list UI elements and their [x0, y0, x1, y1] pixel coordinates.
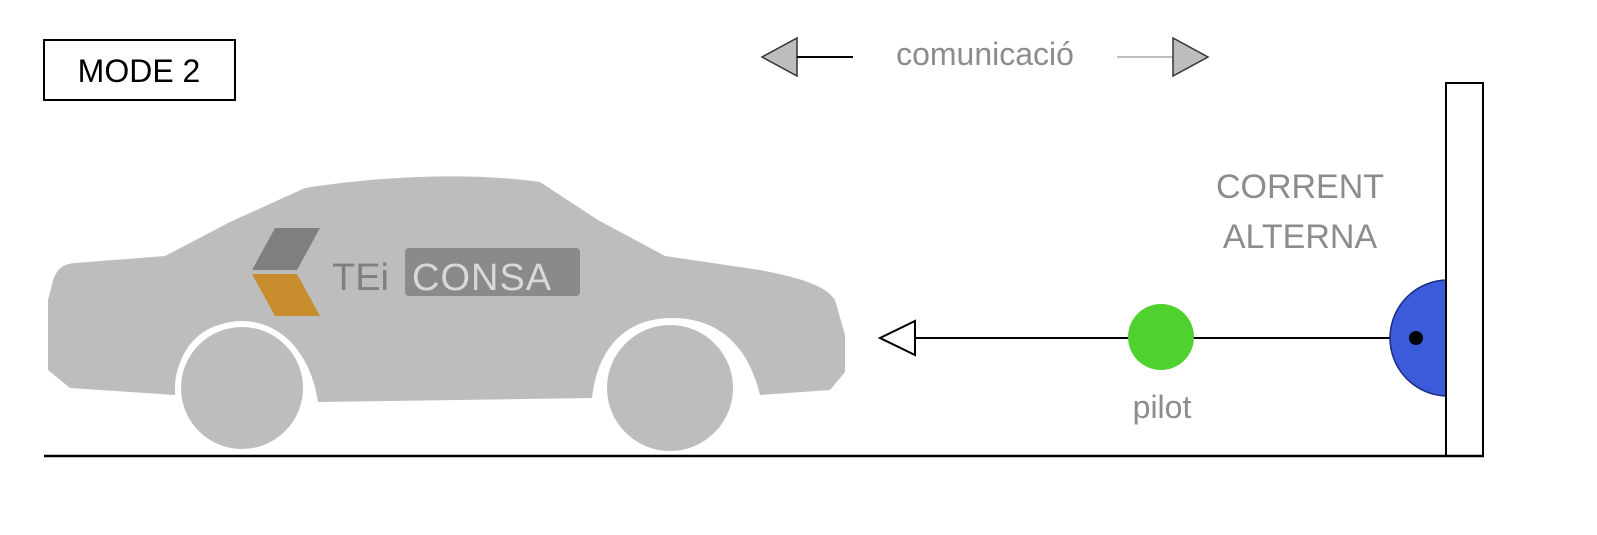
communication-label: comunicació	[896, 36, 1074, 72]
current-label-line1: CORRENT	[1216, 168, 1384, 206]
logo-text-right: CONSA	[412, 257, 552, 299]
socket-hole	[1409, 331, 1423, 345]
left-arrowhead-icon	[760, 36, 798, 78]
mode-label: MODE 2	[78, 53, 201, 89]
logo-box	[405, 248, 580, 296]
mode-box: MODE 2	[43, 39, 236, 101]
car	[48, 176, 845, 457]
rear-wheel	[175, 321, 309, 455]
logo-text-left: TEi	[332, 257, 389, 299]
teiconsa-logo: TEi CONSA	[252, 228, 580, 316]
wall-socket	[1389, 279, 1449, 397]
pilot-label: pilot	[1133, 389, 1192, 425]
right-arrowhead-icon	[1172, 36, 1210, 78]
wall	[1445, 82, 1484, 457]
current-label-line2: ALTERNA	[1223, 218, 1378, 256]
pilot-arrowhead-icon	[877, 319, 916, 357]
communication-arrow: comunicació	[760, 36, 1210, 78]
front-wheel	[601, 319, 739, 457]
pilot-indicator	[1128, 304, 1194, 370]
logo-dark-shape	[252, 228, 320, 270]
current-label: CORRENT ALTERNA	[1216, 168, 1384, 256]
logo-orange-shape	[252, 274, 320, 316]
pilot-line: pilot	[877, 304, 1392, 425]
